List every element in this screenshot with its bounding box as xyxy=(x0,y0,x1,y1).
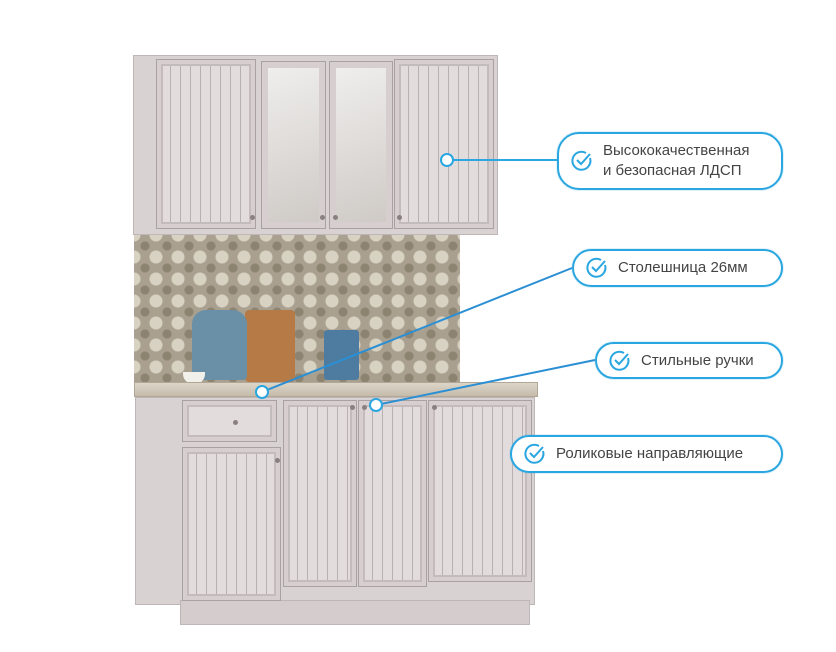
cutting-board xyxy=(245,310,295,382)
callout-handles: Стильные ручки xyxy=(595,342,783,379)
backsplash xyxy=(134,235,460,385)
handle xyxy=(233,420,238,425)
glass-door-left xyxy=(262,62,325,228)
upper-door-left xyxy=(157,60,255,228)
drawer xyxy=(183,401,276,441)
handle xyxy=(432,405,437,410)
callout-countertop: Столешница 26мм xyxy=(572,249,783,287)
callout-runners: Роликовые направляющие xyxy=(510,435,783,473)
callout-dot xyxy=(440,153,454,167)
plinth xyxy=(180,600,530,625)
handle xyxy=(333,215,338,220)
callout-text-line1: Высококачественная xyxy=(603,142,750,159)
check-circle-icon xyxy=(586,257,607,278)
lower-door-4 xyxy=(429,401,531,581)
check-circle-icon xyxy=(571,150,592,171)
handle xyxy=(362,405,367,410)
callout-text: Стильные ручки xyxy=(641,351,754,369)
check-circle-icon xyxy=(609,350,630,371)
callout-dot xyxy=(369,398,383,412)
callout-dot xyxy=(255,385,269,399)
handle xyxy=(320,215,325,220)
bowl xyxy=(183,372,205,384)
handle xyxy=(350,405,355,410)
handle xyxy=(275,458,280,463)
lower-door-1 xyxy=(183,448,280,600)
check-circle-icon xyxy=(524,443,545,464)
lower-door-3 xyxy=(359,401,426,586)
callout-text: Роликовые направляющие xyxy=(556,445,744,462)
leader-line-3 xyxy=(375,359,596,406)
leader-line-2 xyxy=(261,267,573,393)
callout-text: Столешница 26мм xyxy=(618,259,748,276)
stand-mixer xyxy=(192,310,247,380)
lower-door-2 xyxy=(284,401,356,586)
upper-door-right xyxy=(395,60,493,228)
callout-text-line2: и безопасная ЛДСП xyxy=(603,162,742,179)
handle xyxy=(397,215,402,220)
handle xyxy=(250,215,255,220)
glass-door-right xyxy=(330,62,392,228)
callout-ldsp: Высококачественная и безопасная ЛДСП xyxy=(557,132,783,190)
